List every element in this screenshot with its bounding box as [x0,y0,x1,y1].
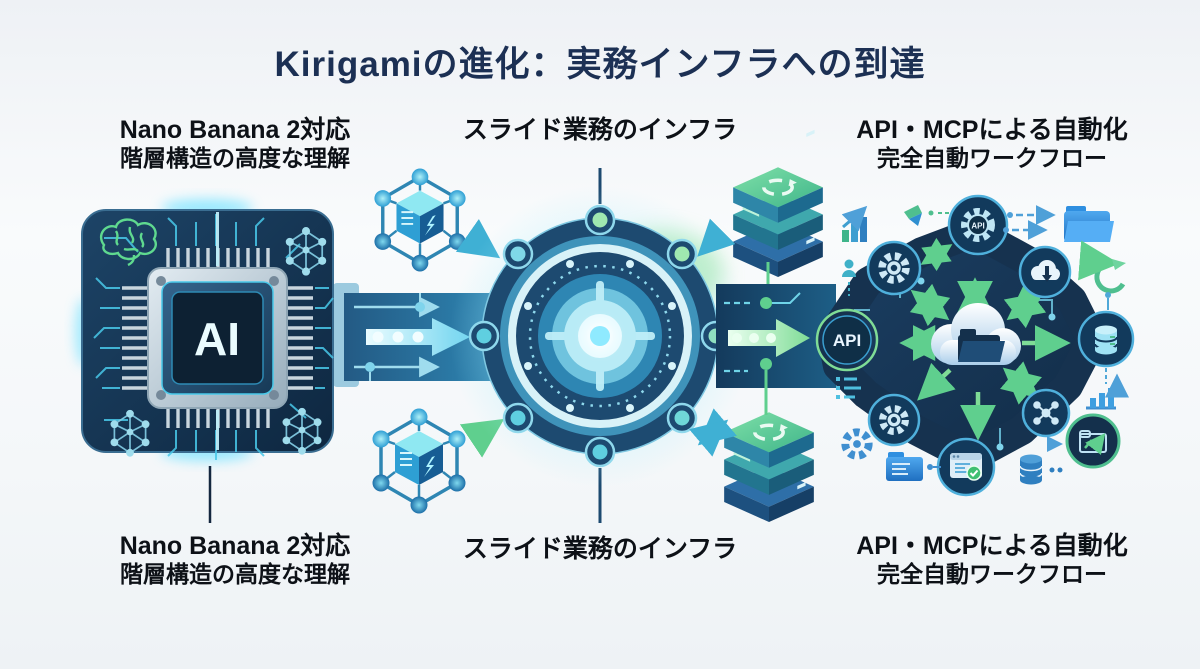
brain-icon [99,218,157,267]
label-automation-line2: 完全自動ワークフロー [877,145,1107,171]
refresh-icon [1078,240,1126,310]
molecule-cube-icon [372,166,468,274]
molecule-cube-icon [370,406,468,516]
circuit-traces [93,214,334,460]
cpu-core: AI [147,267,288,409]
network-elbow-dots [917,277,1056,451]
list-icon [836,377,861,399]
paper-plane-icon [904,205,950,226]
gear-node [867,393,921,447]
cloud-folder-icon [931,303,1021,365]
chip-pins [122,248,313,428]
api-gear-label: API [971,222,984,231]
folder-icon [1064,206,1114,262]
api-node: API [815,308,879,372]
label-model-bottom: Nano Banana 2対応 階層構造の高度な理解 [119,532,351,587]
label-automation-line1: API・MCPによる自動化 [856,116,1128,144]
flow-arrow [689,408,737,457]
hub-dots [524,260,676,412]
gear-icon [845,432,868,455]
automation-network: API API [815,194,1135,497]
database-node [1077,310,1135,368]
ai-chip-illustration: AI [75,199,359,523]
hub-crosshair [545,281,655,391]
api-node-label: API [833,331,861,350]
label-model-top: Nano Banana 2対応 階層構造の高度な理解 [70,115,400,173]
share-node [1021,388,1071,438]
cloud-download-node [1018,245,1072,299]
api-gear-node: API [947,194,1009,256]
flow-arrow-icon [354,293,470,381]
processing-hub [450,168,750,523]
person-icon [842,259,856,296]
page-title: Kirigamiの進化：実務インフラへの到達 [274,45,926,84]
label-automation-top: API・MCPによる自動化 完全自動ワークフロー [812,115,1172,173]
bar-chart-icon [1086,373,1129,410]
label-slides-top: スライド業務のインフラ [430,115,770,145]
label-slides-line1: スライド業務のインフラ [462,116,738,144]
growth-chart-icon [841,205,868,242]
folder-icon [886,452,941,481]
chip-ai-label: AI [194,313,240,365]
trend-chart-icon [1047,413,1121,469]
flow-arrow [697,218,736,257]
browser-check-node [936,437,996,497]
server-stack-icon [722,373,816,524]
database-icon [1019,454,1063,485]
label-automation-bottom: API・MCPによる自動化 完全自動ワークフロー [856,532,1128,587]
gear-node [866,240,922,296]
label-model-line2: 階層構造の高度な理解 [120,145,350,171]
dashed-arrow [1003,205,1056,240]
label-model-line1: Nano Banana 2対応 [119,116,351,144]
server-stack-icon [731,128,825,279]
flow-band-right [716,284,836,415]
label-slides-bottom: スライド業務のインフラ [462,535,738,563]
